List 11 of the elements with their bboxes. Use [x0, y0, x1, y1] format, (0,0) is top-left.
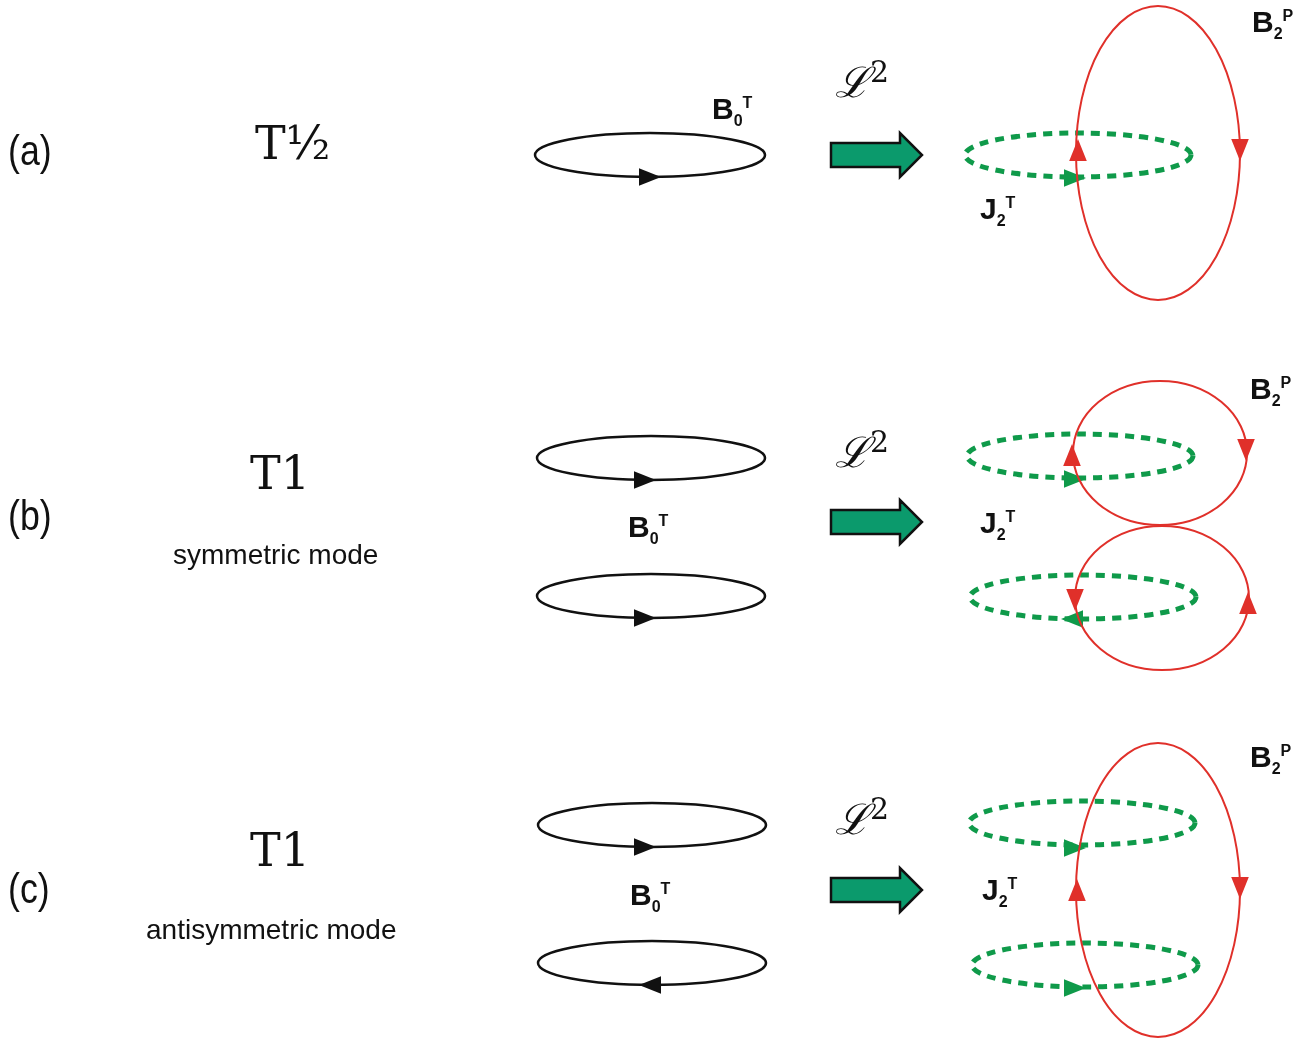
mode-caption: antisymmetric mode	[146, 915, 397, 946]
operator-symbol: ℒ$^{2}$	[835, 425, 890, 477]
mode-caption: symmetric mode	[173, 540, 379, 571]
panel-label: (b)	[8, 493, 52, 540]
panel-label: (c)	[8, 866, 50, 913]
panel-label: (a)	[8, 128, 52, 175]
mode-symbol: T½	[255, 118, 331, 169]
operator-symbol: ℒ$^{2}$	[835, 792, 890, 844]
operator-symbol: ℒ$^{2}$	[835, 55, 890, 107]
mode-symbol: T1	[250, 825, 310, 876]
mode-symbol: T1	[250, 448, 310, 499]
